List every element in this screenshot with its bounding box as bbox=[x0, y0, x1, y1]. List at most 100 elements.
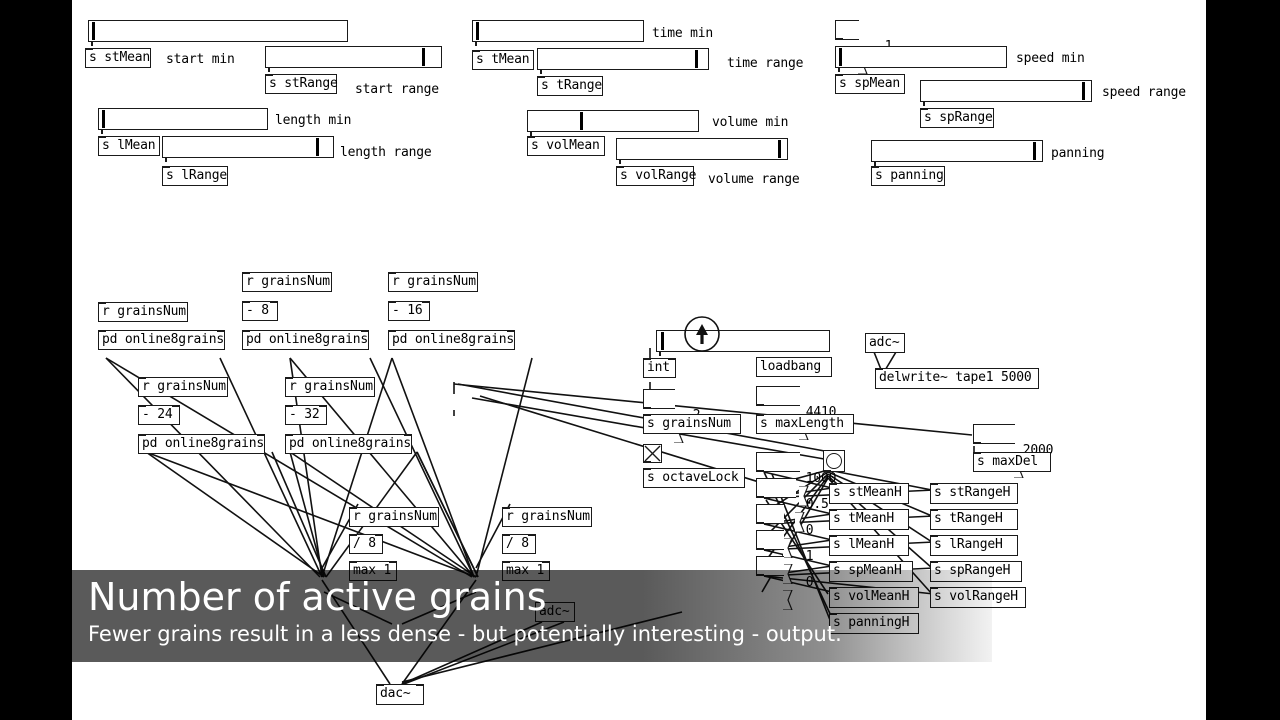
slider-volume-range[interactable] bbox=[616, 138, 788, 164]
send-lMean[interactable]: s lMean bbox=[98, 136, 160, 156]
send-stRange[interactable]: s stRange bbox=[265, 74, 338, 94]
message-0-5[interactable]: 0.5 bbox=[756, 478, 829, 532]
slider-speed-range[interactable] bbox=[920, 80, 1092, 106]
mouse-cursor-icon bbox=[684, 316, 720, 352]
slider-knob[interactable] bbox=[839, 48, 842, 66]
send-panning[interactable]: s panning bbox=[871, 166, 945, 186]
message-4410[interactable]: 4410 bbox=[756, 386, 836, 440]
slider-knob[interactable] bbox=[102, 110, 105, 128]
slider-outlet bbox=[838, 67, 840, 72]
send-tMean[interactable]: s tMean bbox=[472, 50, 534, 70]
send-volRange[interactable]: s volRange bbox=[616, 166, 696, 186]
dac-object[interactable]: dac~ bbox=[376, 684, 424, 705]
send-volMean[interactable]: s volMean bbox=[527, 136, 605, 156]
message-flag bbox=[783, 504, 793, 558]
receive-grainsNum-3[interactable]: r grainsNum bbox=[388, 272, 478, 292]
receive-grainsNum-6[interactable]: r grainsNum bbox=[349, 507, 439, 527]
slider-knob[interactable] bbox=[778, 140, 781, 158]
message-times-two[interactable]: 2 bbox=[643, 389, 701, 443]
subtract-16[interactable]: - 16 bbox=[388, 301, 430, 321]
receive-grainsNum-4[interactable]: r grainsNum bbox=[138, 377, 228, 397]
send-maxDel[interactable]: s maxDel bbox=[973, 452, 1051, 472]
divide-8-b[interactable]: / 8 bbox=[502, 534, 536, 554]
receive-grainsNum-5[interactable]: r grainsNum bbox=[285, 377, 375, 397]
slider-length-range[interactable] bbox=[162, 136, 334, 162]
slider-grains-number[interactable] bbox=[656, 330, 830, 356]
message-speed-one[interactable]: 1 bbox=[835, 20, 893, 74]
message-0-a[interactable]: 0 bbox=[756, 504, 814, 558]
subtract-8[interactable]: - 8 bbox=[242, 301, 278, 321]
pd-patch-canvas[interactable]: s stMean start min s stRange start range… bbox=[72, 0, 1206, 720]
send-stRangeH[interactable]: s stRangeH bbox=[930, 483, 1018, 504]
send-octaveLock[interactable]: s octaveLock bbox=[643, 468, 745, 488]
send-stMean[interactable]: s stMean bbox=[85, 48, 151, 68]
send-lMeanH[interactable]: s lMeanH bbox=[829, 535, 909, 556]
pd-online8grains-4[interactable]: pd online8grains bbox=[138, 434, 265, 454]
message-1[interactable]: 1 bbox=[756, 530, 814, 584]
pd-online8grains-3[interactable]: pd online8grains bbox=[388, 330, 515, 350]
slider-knob[interactable] bbox=[661, 332, 664, 350]
message-label: 0 bbox=[805, 523, 814, 538]
caption-title: Number of active grains bbox=[88, 575, 547, 619]
comment-length-min: length min bbox=[275, 113, 352, 128]
send-grainsNum[interactable]: s grainsNum bbox=[643, 414, 741, 434]
loadbang-object[interactable]: loadbang bbox=[756, 357, 832, 377]
receive-grainsNum-7[interactable]: r grainsNum bbox=[502, 507, 592, 527]
slider-time-range[interactable] bbox=[537, 48, 709, 74]
send-tRange[interactable]: s tRange bbox=[537, 76, 603, 96]
slider-panning[interactable] bbox=[871, 140, 1043, 166]
message-flag bbox=[858, 20, 868, 74]
outlet bbox=[756, 496, 764, 498]
comment-speed-min: speed min bbox=[1016, 51, 1085, 66]
pd-online8grains-2[interactable]: pd online8grains bbox=[242, 330, 369, 350]
subtract-24[interactable]: - 24 bbox=[138, 405, 180, 425]
comment-length-range: length range bbox=[340, 145, 432, 160]
slider-length-min[interactable] bbox=[98, 108, 268, 134]
slider-knob[interactable] bbox=[476, 22, 479, 40]
send-spMean[interactable]: s spMean bbox=[835, 74, 905, 94]
slider-knob[interactable] bbox=[422, 48, 425, 66]
slider-start-range[interactable] bbox=[265, 46, 442, 72]
send-spRange[interactable]: s spRange bbox=[920, 108, 994, 128]
slider-outlet bbox=[530, 131, 532, 136]
send-tRangeH[interactable]: s tRangeH bbox=[930, 509, 1018, 530]
comment-volume-range: volume range bbox=[708, 172, 800, 187]
send-tMeanH[interactable]: s tMeanH bbox=[829, 509, 909, 530]
send-stMeanH[interactable]: s stMeanH bbox=[829, 483, 909, 504]
slider-speed-min[interactable] bbox=[835, 46, 1007, 72]
message-flag bbox=[799, 452, 809, 506]
send-lRangeH[interactable]: s lRangeH bbox=[930, 535, 1018, 556]
subtract-32[interactable]: - 32 bbox=[285, 405, 327, 425]
adc-top-object[interactable]: adc~ bbox=[865, 333, 905, 353]
slider-outlet bbox=[923, 101, 925, 106]
pd-online8grains-1[interactable]: pd online8grains bbox=[98, 330, 225, 350]
bang-object[interactable] bbox=[823, 450, 845, 472]
pd-online8grains-5[interactable]: pd online8grains bbox=[285, 434, 412, 454]
send-lRange[interactable]: s lRange bbox=[162, 166, 228, 186]
message-2000[interactable]: 2000 bbox=[973, 424, 1053, 478]
slider-outlet bbox=[540, 69, 542, 74]
slider-outlet bbox=[165, 157, 167, 162]
divide-8-a[interactable]: / 8 bbox=[349, 534, 383, 554]
int-object[interactable]: int bbox=[643, 358, 676, 378]
slider-knob[interactable] bbox=[1033, 142, 1036, 160]
send-maxLength[interactable]: s maxLength bbox=[756, 414, 854, 434]
slider-knob[interactable] bbox=[92, 22, 95, 40]
slider-outlet bbox=[619, 159, 621, 164]
slider-knob[interactable] bbox=[695, 50, 698, 68]
message-1000[interactable]: 1000 bbox=[756, 452, 836, 506]
receive-grainsNum-2[interactable]: r grainsNum bbox=[242, 272, 332, 292]
delwrite-object[interactable]: delwrite~ tape1 5000 bbox=[875, 368, 1039, 389]
outlet bbox=[823, 470, 831, 472]
receive-grainsNum-1[interactable]: r grainsNum bbox=[98, 302, 188, 322]
slider-knob[interactable] bbox=[1082, 82, 1085, 100]
slider-knob[interactable] bbox=[580, 112, 583, 130]
slider-time-min[interactable] bbox=[472, 20, 644, 46]
slider-knob[interactable] bbox=[316, 138, 319, 156]
toggle-octave-lock[interactable] bbox=[643, 444, 662, 463]
slider-volume-min[interactable] bbox=[527, 110, 699, 136]
slider-outlet bbox=[659, 351, 661, 356]
slider-start-min[interactable] bbox=[88, 20, 348, 46]
comment-start-min: start min bbox=[166, 52, 235, 67]
